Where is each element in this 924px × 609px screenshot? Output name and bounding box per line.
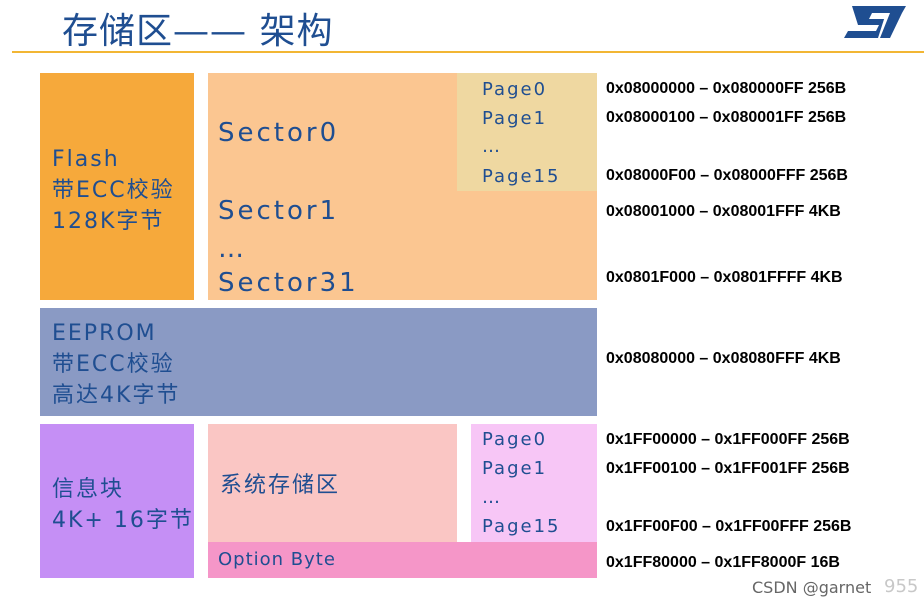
sector-ellipsis: … — [218, 234, 247, 264]
address-9: 0x1FF00F00 – 0x1FF00FFF 256B — [606, 518, 852, 535]
watermark-tail: 955 — [884, 576, 919, 597]
address-6: 0x08080000 – 0x08080FFF 4KB — [606, 350, 841, 367]
option-byte-label: Option Byte — [218, 549, 336, 570]
address-4: 0x08001000 – 0x08001FFF 4KB — [606, 203, 841, 220]
flash-page1: Page1 — [482, 108, 548, 129]
info-page1: Page1 — [482, 458, 548, 479]
system-memory-block — [208, 424, 457, 542]
option-byte-block — [208, 542, 597, 578]
address-3: 0x08000F00 – 0x08000FFF 256B — [606, 167, 848, 184]
flash-label-line3: 128K字节 — [52, 209, 165, 234]
eeprom-block — [40, 308, 597, 416]
flash-block — [40, 73, 194, 300]
address-7: 0x1FF00000 – 0x1FF000FF 256B — [606, 431, 850, 448]
title-underline — [12, 51, 924, 53]
info-label-line1: 信息块 — [52, 477, 125, 502]
info-block — [40, 424, 194, 578]
system-memory-label: 系统存储区 — [220, 473, 341, 498]
info-page15: Page15 — [482, 516, 561, 537]
flash-label-line1: Flash — [52, 147, 120, 172]
flash-pages-block — [457, 73, 597, 191]
flash-label: Flash 带ECC校验 128K字节 — [52, 144, 175, 237]
info-label-line2: 4K+ 16字节 — [52, 508, 194, 533]
st-logo — [844, 6, 906, 38]
address-8: 0x1FF00100 – 0x1FF001FF 256B — [606, 460, 850, 477]
info-pages-block — [471, 424, 597, 542]
flash-page-ellipsis: … — [482, 136, 502, 157]
page-title: 存储区—— 架构 — [62, 11, 334, 52]
eeprom-label-line1: EEPROM — [52, 321, 157, 346]
eeprom-label: EEPROM 带ECC校验 高达4K字节 — [52, 318, 180, 411]
info-page0: Page0 — [482, 429, 548, 450]
sector31-label: Sector31 — [218, 268, 359, 298]
flash-page15: Page15 — [482, 166, 561, 187]
info-page-ellipsis: … — [482, 487, 502, 508]
address-10: 0x1FF80000 – 0x1FF8000F 16B — [606, 554, 840, 571]
address-5: 0x0801F000 – 0x0801FFFF 4KB — [606, 269, 843, 286]
eeprom-label-line2: 带ECC校验 — [52, 352, 175, 377]
eeprom-label-line3: 高达4K字节 — [52, 383, 181, 408]
sector1-label: Sector1 — [218, 196, 340, 226]
flash-label-line2: 带ECC校验 — [52, 178, 175, 203]
address-1: 0x08000000 – 0x080000FF 256B — [606, 80, 847, 97]
info-label: 信息块 4K+ 16字节 — [52, 474, 194, 536]
watermark: CSDN @garnet — [752, 578, 872, 597]
flash-page0: Page0 — [482, 79, 548, 100]
sector0-label: Sector0 — [218, 118, 340, 148]
address-2: 0x08000100 – 0x080001FF 256B — [606, 109, 847, 126]
